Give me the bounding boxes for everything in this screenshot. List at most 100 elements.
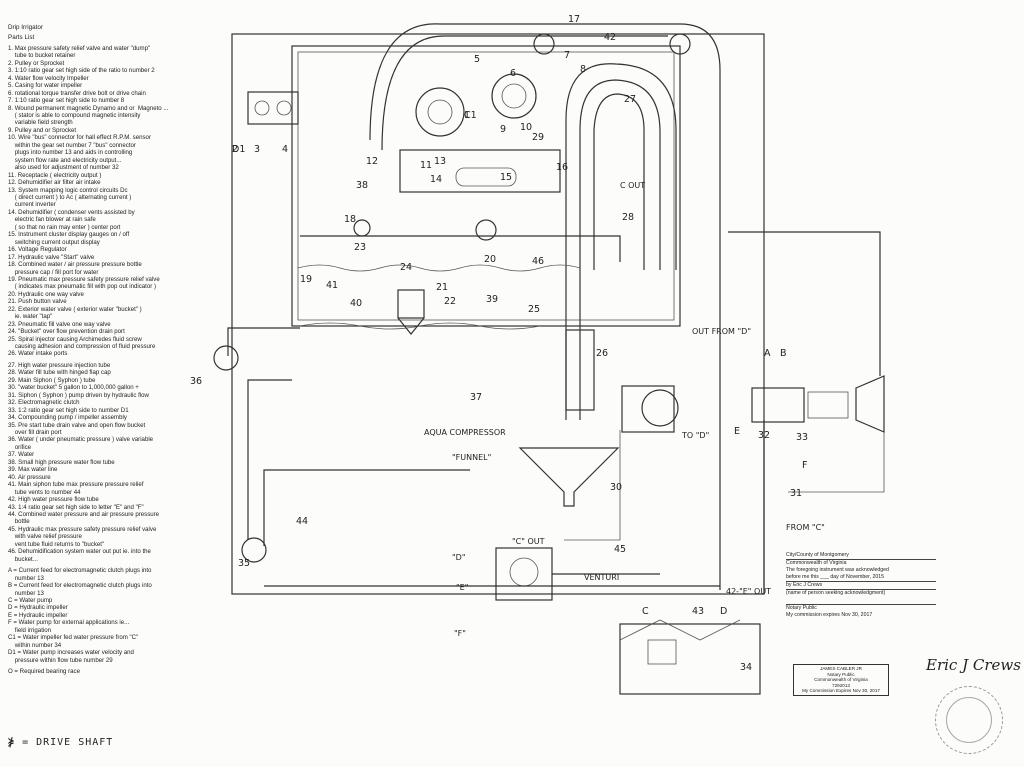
parts-list-row: 43. 1:4 ratio gear set high side to lett…	[8, 503, 144, 511]
part-number-callout: 38	[356, 180, 368, 191]
part-number-callout: 26	[596, 348, 608, 359]
dynamo-core	[427, 99, 453, 125]
parts-list-row: 44. Combined water pressure and air pres…	[8, 511, 160, 518]
parts-list-row: A = Current feed for electromagnetic clu…	[8, 567, 152, 575]
notary-public-label: Notary Public	[786, 605, 817, 611]
pipe-38-horizontal	[300, 235, 621, 262]
legend-heading: Parts List	[8, 34, 35, 42]
top-pipe-inner	[381, 35, 668, 151]
pressure-bottle	[397, 289, 425, 319]
left-pipe-mid	[263, 469, 470, 546]
part-number-callout: 17	[568, 14, 580, 25]
part-number-callout: 12	[366, 156, 378, 167]
part-number-callout: 9	[500, 124, 506, 135]
parts-list-row: 4. Water flow velocity Impeller	[8, 74, 89, 82]
parts-list-row: 30. "water bucket" 5 gallon to 1,000,000…	[8, 384, 139, 392]
pipe-42-right	[728, 231, 881, 376]
part-number-callout: 15	[500, 172, 512, 183]
part-number-callout: 36	[190, 376, 202, 387]
parts-list-row: D = Hydraulic impeller	[8, 604, 68, 612]
parts-list-row: O = Required bearing race	[8, 668, 80, 676]
control-circuit-box	[399, 149, 561, 193]
parts-list-row: number 13	[8, 589, 44, 597]
parts-list-row: bucket...	[8, 555, 38, 563]
part-number-callout: 3	[254, 144, 260, 155]
valve-35	[241, 537, 267, 563]
label-aqua-compressor: AQUA COMPRESSOR	[424, 428, 506, 437]
author-signature: Eric J Crews	[926, 656, 1021, 674]
parts-list-row: 8. Wound permanent magnetic Dynamo and o…	[8, 104, 169, 112]
upper-housing	[291, 45, 681, 327]
parts-list-row: 33. 1:2 ratio gear set high side to numb…	[8, 406, 129, 414]
part-number-callout: 24	[400, 262, 412, 273]
part-number-callout: 37	[470, 392, 482, 403]
parts-list-row: 13. System mapping logic control circuit…	[8, 186, 128, 194]
max-water-line	[297, 264, 581, 272]
part-number-callout: 23	[354, 242, 366, 253]
parts-list-row: C = Water pump	[8, 596, 53, 604]
stamp-title: Notary Public	[827, 671, 855, 677]
parts-list-row: ie. water "tap"	[8, 313, 53, 321]
parts-list-row: within the gear set number 7 "bus" conne…	[8, 141, 136, 149]
parts-list-row: 6. rotational torque transfer drive bolt…	[8, 89, 146, 97]
parts-list-row: 39. Max water line	[8, 466, 58, 474]
parts-list-row: 17. Hydraulic valve "Start" valve	[8, 253, 95, 261]
notary-signature-line	[786, 597, 936, 605]
parts-list-row: with valve relief pressure	[8, 533, 82, 541]
parts-list-row: current inverter	[8, 201, 56, 209]
part-number-callout: 13	[434, 156, 446, 167]
part-number-callout: B	[780, 348, 787, 359]
part-number-callout: D	[720, 606, 727, 617]
parts-list-row: 25. Spiral injector causing Archimedes f…	[8, 335, 142, 343]
siphon-loop-core	[593, 93, 645, 270]
parts-list-row: 26. Water intake ports	[8, 350, 68, 358]
parts-list-row: ( direct current ) to Ac ( alternating c…	[8, 193, 132, 201]
parts-list-row: 37. Water	[8, 451, 35, 459]
part-number-callout: 22	[444, 296, 456, 307]
part-number-callout: 20	[484, 254, 496, 265]
parts-list-row: 42. High water pressure flow tube	[8, 496, 99, 504]
parts-list-row: within number 34	[8, 641, 62, 649]
parts-list-row: 10. Wire "bus" connector for hall effect…	[8, 134, 151, 142]
label-c-out: "C" OUT	[512, 537, 545, 546]
parts-list-row: B = Current feed for electromagnetic clu…	[8, 582, 152, 590]
parts-list-row: ( so that no rain may enter ) center por…	[8, 223, 121, 231]
part-number-callout: F	[802, 460, 807, 471]
parts-list-row: 24. "Bucket" over flow prevention drain …	[8, 328, 125, 336]
notary-county: City/County of Montgomery	[786, 552, 936, 560]
parts-list-row: variable field strength	[8, 119, 73, 127]
part-number-callout: 16	[556, 162, 568, 173]
compounding-pump	[621, 385, 675, 433]
outer-frame	[231, 33, 765, 595]
parts-list-row: 29. Main Siphon ( Syphon ) tube	[8, 376, 96, 384]
stamp-reg: 7292013	[832, 682, 850, 688]
notary-ack-1: The foregoing instrument was acknowledge…	[786, 567, 889, 573]
drive-shaft-label: = DRIVE SHAFT	[22, 737, 114, 748]
part-number-callout: D1	[232, 144, 245, 155]
impeller-core	[501, 83, 527, 109]
part-number-callout: 45	[614, 544, 626, 555]
parts-list-row: 11. Receptacle ( electricity output )	[8, 171, 102, 179]
part-number-callout: 28	[622, 212, 634, 223]
parts-legend: Drip Irrigator Parts List 1. Max pressur…	[8, 24, 230, 676]
bottom-gear-assembly	[619, 623, 761, 695]
gear-set-33	[807, 391, 849, 419]
parts-list-row: 20. Hydraulic one way valve	[8, 290, 84, 298]
parts-list-row: causing adhesion and compression of flui…	[8, 343, 156, 351]
label-out-from-d: OUT FROM "D"	[692, 327, 751, 336]
notary-stamp: JAMES CABLER JR Notary Public Commonweal…	[793, 664, 889, 696]
notary-expires-label: My commission expires	[786, 612, 840, 618]
part-number-callout: 44	[296, 516, 308, 527]
compounding-impeller	[641, 389, 679, 427]
parts-list-row: vent tube fluid returns to "bucket"	[8, 540, 105, 548]
parts-list-row: plugs into number 13 and aids in control…	[8, 149, 133, 157]
label-f-quote: "F"	[454, 629, 466, 638]
left-pipe-lower	[247, 379, 292, 540]
notary-by-name: Eric J Crews	[792, 582, 823, 588]
upper-housing-inner	[297, 51, 675, 321]
parts-list-row: 1. Max pressure safety relief valve and …	[8, 44, 151, 52]
label-e-quote: "E"	[456, 583, 468, 592]
